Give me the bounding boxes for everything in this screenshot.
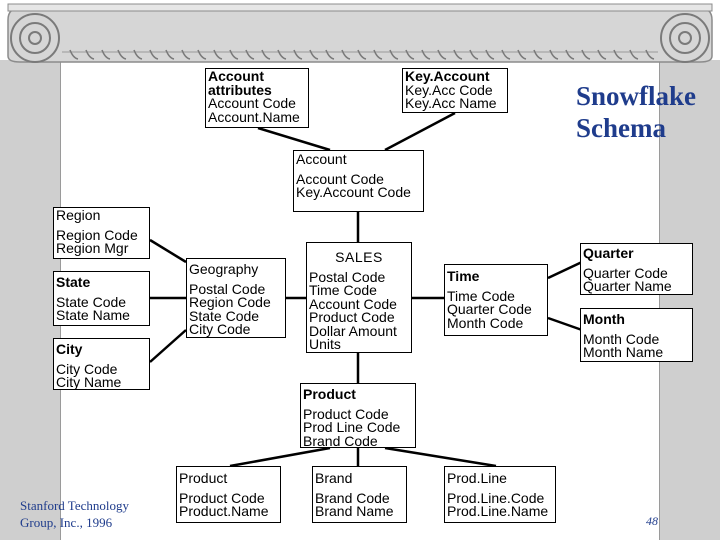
box-field: Region Mgr xyxy=(56,242,147,256)
box-title: SALES xyxy=(309,251,409,265)
box-field: Key.Acc Name xyxy=(405,97,505,111)
box-title: Product xyxy=(179,472,278,486)
connector-product-prodline xyxy=(385,448,496,466)
box-field: Prod.Line.Name xyxy=(447,505,553,519)
product-dimension-box: Product Product Code Product.Name xyxy=(176,466,281,523)
state-box: State State Code State Name xyxy=(53,271,150,326)
box-title: Account attributes xyxy=(208,70,306,97)
box-title: Geography xyxy=(189,263,283,277)
box-title: Prod.Line xyxy=(447,472,553,486)
sales-fact-box: SALES Postal Code Time Code Account Code… xyxy=(306,242,412,353)
geography-box: Geography Postal Code Region Code State … xyxy=(186,258,286,338)
box-title: Brand xyxy=(315,472,404,486)
city-box: City City Code City Name xyxy=(53,338,150,390)
box-title: Region xyxy=(56,209,147,223)
connector-keyaccount-account xyxy=(385,113,455,150)
page-number: 48 xyxy=(646,514,658,529)
connector-city-geography xyxy=(150,330,186,362)
box-field: State Name xyxy=(56,309,147,323)
box-title: Quarter xyxy=(583,247,690,261)
month-box: Month Month Code Month Name xyxy=(580,308,693,362)
connector-time-quarter xyxy=(548,262,582,278)
box-field: Units xyxy=(309,338,409,352)
connector-time-month xyxy=(548,318,582,330)
brand-box: Brand Brand Code Brand Name xyxy=(312,466,407,523)
slide-title: Snowflake Schema xyxy=(576,80,720,144)
box-field: Month Name xyxy=(583,346,690,360)
product-box: Product Product Code Prod Line Code Bran… xyxy=(300,383,416,448)
box-field: Month Code xyxy=(447,317,545,331)
quarter-box: Quarter Quarter Code Quarter Name xyxy=(580,243,693,295)
account-attributes-box: Account attributes Account Code Account.… xyxy=(205,68,309,128)
footer-text: Stanford Technology Group, Inc., 1996 xyxy=(20,497,150,531)
box-field: City Code xyxy=(189,323,283,337)
box-title: Product xyxy=(303,388,413,402)
box-title: State xyxy=(56,276,147,290)
box-field: Key.Account Code xyxy=(296,186,421,200)
box-title: City xyxy=(56,343,147,357)
box-title: Account xyxy=(296,153,421,167)
box-title: Month xyxy=(583,313,690,327)
key-account-box: Key.Account Key.Acc Code Key.Acc Name xyxy=(402,68,508,113)
box-field: Product.Name xyxy=(179,505,278,519)
box-field: City Name xyxy=(56,376,147,390)
box-field: Brand Name xyxy=(315,505,404,519)
connector-region-geography xyxy=(150,240,186,262)
box-field: Brand Code xyxy=(303,435,413,449)
connector-product-product2 xyxy=(230,448,330,466)
box-field: Quarter Name xyxy=(583,280,690,294)
time-box: Time Time Code Quarter Code Month Code xyxy=(444,264,548,336)
box-field: Account.Name xyxy=(208,111,306,125)
box-title: Time xyxy=(447,270,545,284)
region-box: Region Region Code Region Mgr xyxy=(53,207,150,259)
connector-attributes-account xyxy=(258,128,330,150)
account-box: Account Account Code Key.Account Code xyxy=(293,150,424,212)
prodline-box: Prod.Line Prod.Line.Code Prod.Line.Name xyxy=(444,466,556,523)
